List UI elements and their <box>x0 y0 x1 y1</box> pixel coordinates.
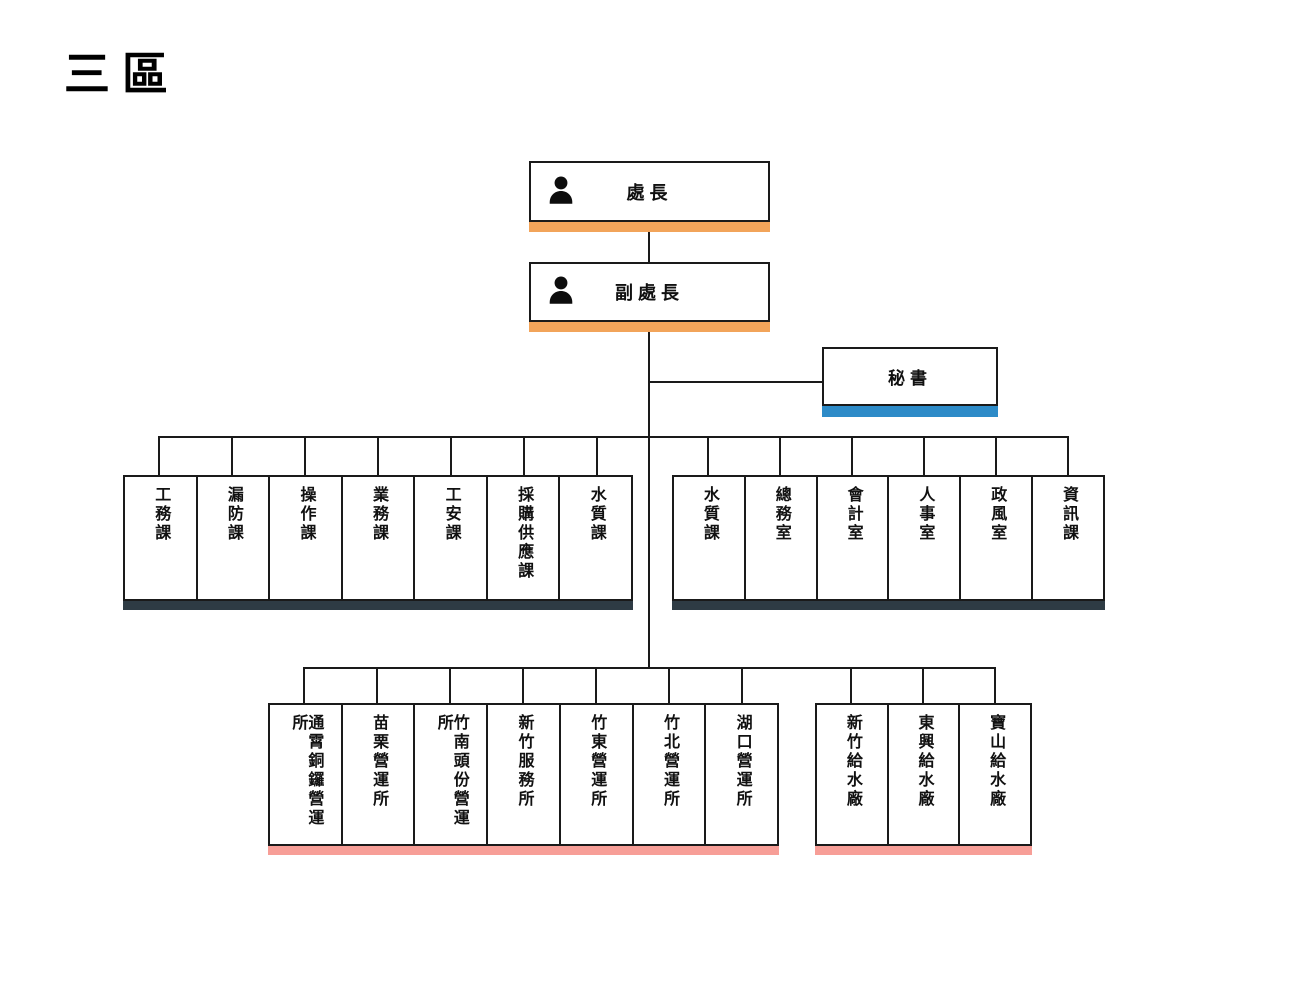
deputy-director-node: 副處長 <box>529 262 770 332</box>
branch-box: 竹南頭份營運所 <box>413 703 489 846</box>
deputy-director-accent-bar <box>529 322 770 332</box>
division-box: 漏防課 <box>195 475 271 601</box>
division-box: 水質課 <box>558 475 634 601</box>
division-box: 政風室 <box>959 475 1034 601</box>
division-box: 業務課 <box>340 475 416 601</box>
person-icon <box>546 175 576 209</box>
branch-box: 新竹服務所 <box>486 703 561 846</box>
deputy-director-label: 副處長 <box>615 283 684 303</box>
branch-box: 湖口營運所 <box>704 703 780 846</box>
branch-box: 通霄銅鑼營運所 <box>268 703 343 846</box>
director-accent-bar <box>529 222 770 232</box>
branch-box: 寶山給水廠 <box>958 703 1033 846</box>
division-group-right: 水質課 總務室 會計室 人事室 政風室 資訊課 <box>672 475 1105 610</box>
person-icon <box>546 275 576 309</box>
secretary-label: 秘書 <box>888 369 932 388</box>
branch-group-accent-bar <box>815 846 1032 855</box>
branch-group-right: 新竹給水廠 東興給水廠 寶山給水廠 <box>815 703 1033 855</box>
director-label: 處長 <box>626 182 673 203</box>
branch-box: 竹北營運所 <box>631 703 707 846</box>
division-box: 工務課 <box>123 475 198 601</box>
division-group-left: 工務課 漏防課 操作課 業務課 工安課 採購供應課 水質課 <box>123 475 634 610</box>
division-box: 總務室 <box>743 475 818 601</box>
secretary-node: 秘書 <box>822 347 998 417</box>
branch-box: 東興給水廠 <box>886 703 961 846</box>
branch-group-accent-bar <box>268 846 779 855</box>
division-group-accent-bar <box>123 601 633 610</box>
director-node: 處長 <box>529 161 770 232</box>
branch-box: 苗栗營運所 <box>340 703 416 846</box>
branch-box: 新竹給水廠 <box>815 703 889 846</box>
division-box: 資訊課 <box>1031 475 1105 601</box>
division-box: 水質課 <box>672 475 746 601</box>
division-box: 人事室 <box>887 475 962 601</box>
branch-group-left: 通霄銅鑼營運所 苗栗營運所 竹南頭份營運所 新竹服務所 竹東營運所 竹北營運所 … <box>268 703 780 855</box>
secretary-accent-bar <box>822 406 998 417</box>
branch-box: 竹東營運所 <box>558 703 634 846</box>
division-group-accent-bar <box>672 601 1105 610</box>
division-box: 操作課 <box>268 475 343 601</box>
division-box: 會計室 <box>815 475 890 601</box>
division-box: 採購供應課 <box>485 475 561 601</box>
division-box: 工安課 <box>413 475 488 601</box>
page-title: 三區 <box>64 48 180 100</box>
